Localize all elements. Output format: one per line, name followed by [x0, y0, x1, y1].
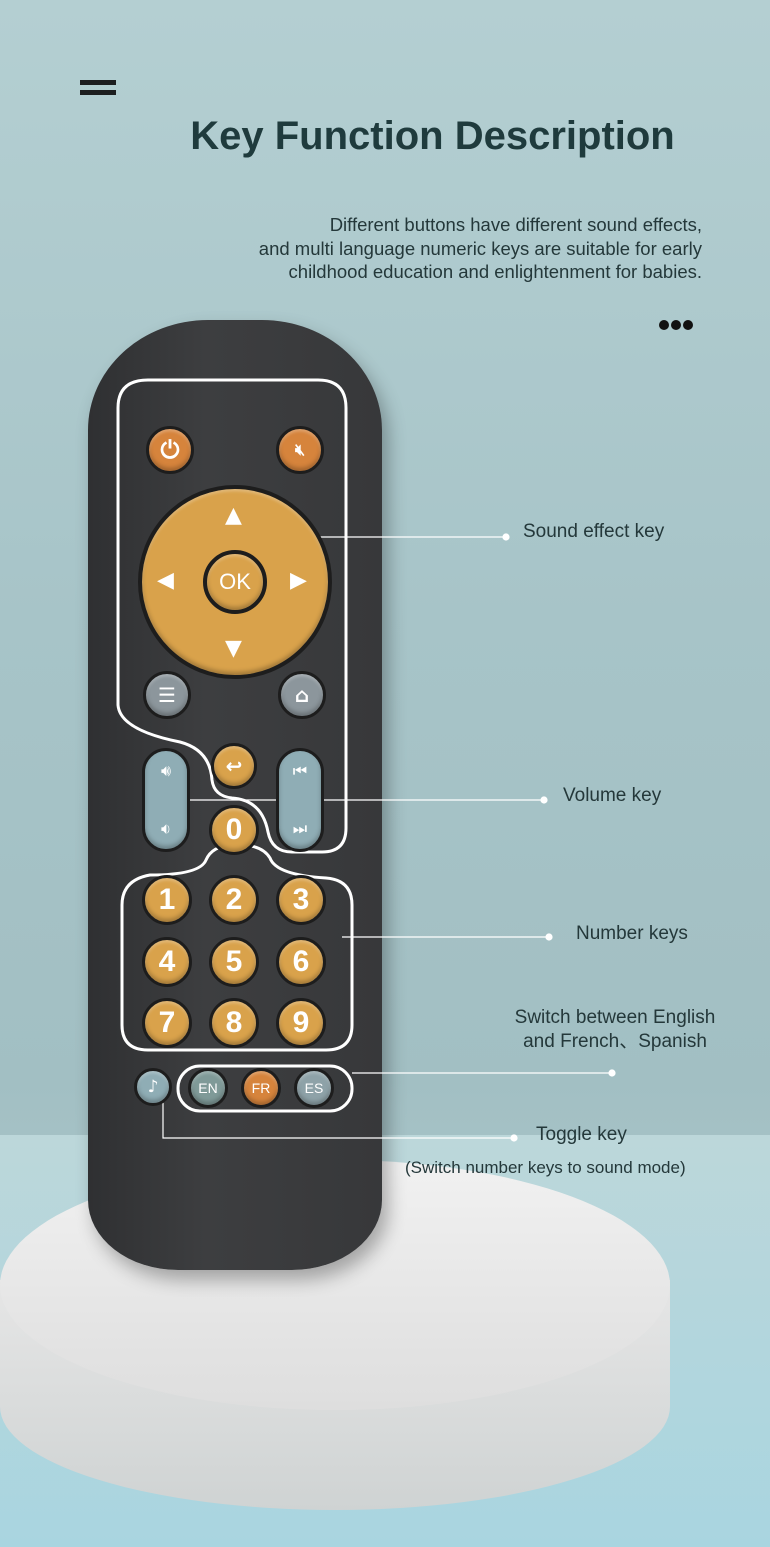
number-key-7[interactable]: 7: [142, 998, 192, 1048]
dpad-left-button[interactable]: ◀: [157, 568, 174, 593]
number-key-4[interactable]: 4: [142, 937, 192, 987]
subtitle-line: Different buttons have different sound e…: [329, 214, 702, 235]
dots-icon: [659, 317, 695, 335]
number-key-5[interactable]: 5: [209, 937, 259, 987]
number-key-1[interactable]: 1: [142, 875, 192, 925]
callout-volume: Volume key: [563, 785, 662, 806]
list-icon: ☰: [158, 683, 176, 707]
language-es-button[interactable]: ES: [294, 1068, 334, 1108]
dpad-right-button[interactable]: ▶: [290, 568, 307, 593]
number-key-3[interactable]: 3: [276, 875, 326, 925]
callout-toggle: Toggle key: [536, 1124, 627, 1145]
subtitle-line: and multi language numeric keys are suit…: [258, 237, 702, 259]
power-icon: ⏻: [160, 436, 180, 464]
callout-switch-line: Switch between English: [514, 1007, 716, 1028]
menu-icon: [80, 80, 116, 96]
home-icon: ⌂: [294, 683, 310, 707]
number-key-9[interactable]: 9: [276, 998, 326, 1048]
number-key-6[interactable]: 6: [276, 937, 326, 987]
callout-toggle-note: (Switch number keys to sound mode): [405, 1158, 686, 1177]
dpad-down-button[interactable]: ▼: [225, 636, 242, 661]
number-key-8[interactable]: 8: [209, 998, 259, 1048]
language-fr-button[interactable]: FR: [241, 1068, 281, 1108]
page-title: Key Function Description: [190, 114, 675, 158]
callout-sound-effect: Sound effect key: [523, 521, 665, 542]
dpad-up-button[interactable]: ▲: [225, 503, 242, 528]
callout-number: Number keys: [576, 923, 688, 944]
ok-button[interactable]: OK: [203, 550, 267, 614]
menu-button[interactable]: ☰: [143, 671, 191, 719]
callout-switch-line: and French、Spanish: [523, 1031, 707, 1052]
mute-icon: 🔇︎: [294, 440, 306, 459]
return-icon: ↩: [225, 754, 243, 778]
back-button[interactable]: ↩: [211, 743, 257, 789]
volume-rocker[interactable]: 🔊︎ 🔉︎: [142, 748, 190, 852]
subtitle: Different buttons have different sound e…: [142, 213, 702, 284]
previous-track-icon: ⏮: [292, 761, 308, 780]
mute-button[interactable]: 🔇︎: [276, 426, 324, 474]
toggle-sound-button[interactable]: ♪: [134, 1068, 172, 1106]
callout-switch-language: Switch between English and French、Spanis…: [480, 1006, 750, 1054]
number-key-0[interactable]: 0: [209, 805, 259, 855]
power-button[interactable]: ⏻: [146, 426, 194, 474]
number-key-2[interactable]: 2: [209, 875, 259, 925]
volume-up-icon: 🔊︎: [160, 761, 172, 780]
subtitle-line: childhood education and enlightenment fo…: [288, 261, 702, 282]
language-en-button[interactable]: EN: [188, 1068, 228, 1108]
music-note-icon: ♪: [147, 1077, 159, 1097]
volume-down-icon: 🔉︎: [160, 819, 172, 838]
next-track-icon: ⏭: [292, 819, 308, 838]
track-rocker[interactable]: ⏮⏭: [276, 748, 324, 852]
home-button[interactable]: ⌂: [278, 671, 326, 719]
